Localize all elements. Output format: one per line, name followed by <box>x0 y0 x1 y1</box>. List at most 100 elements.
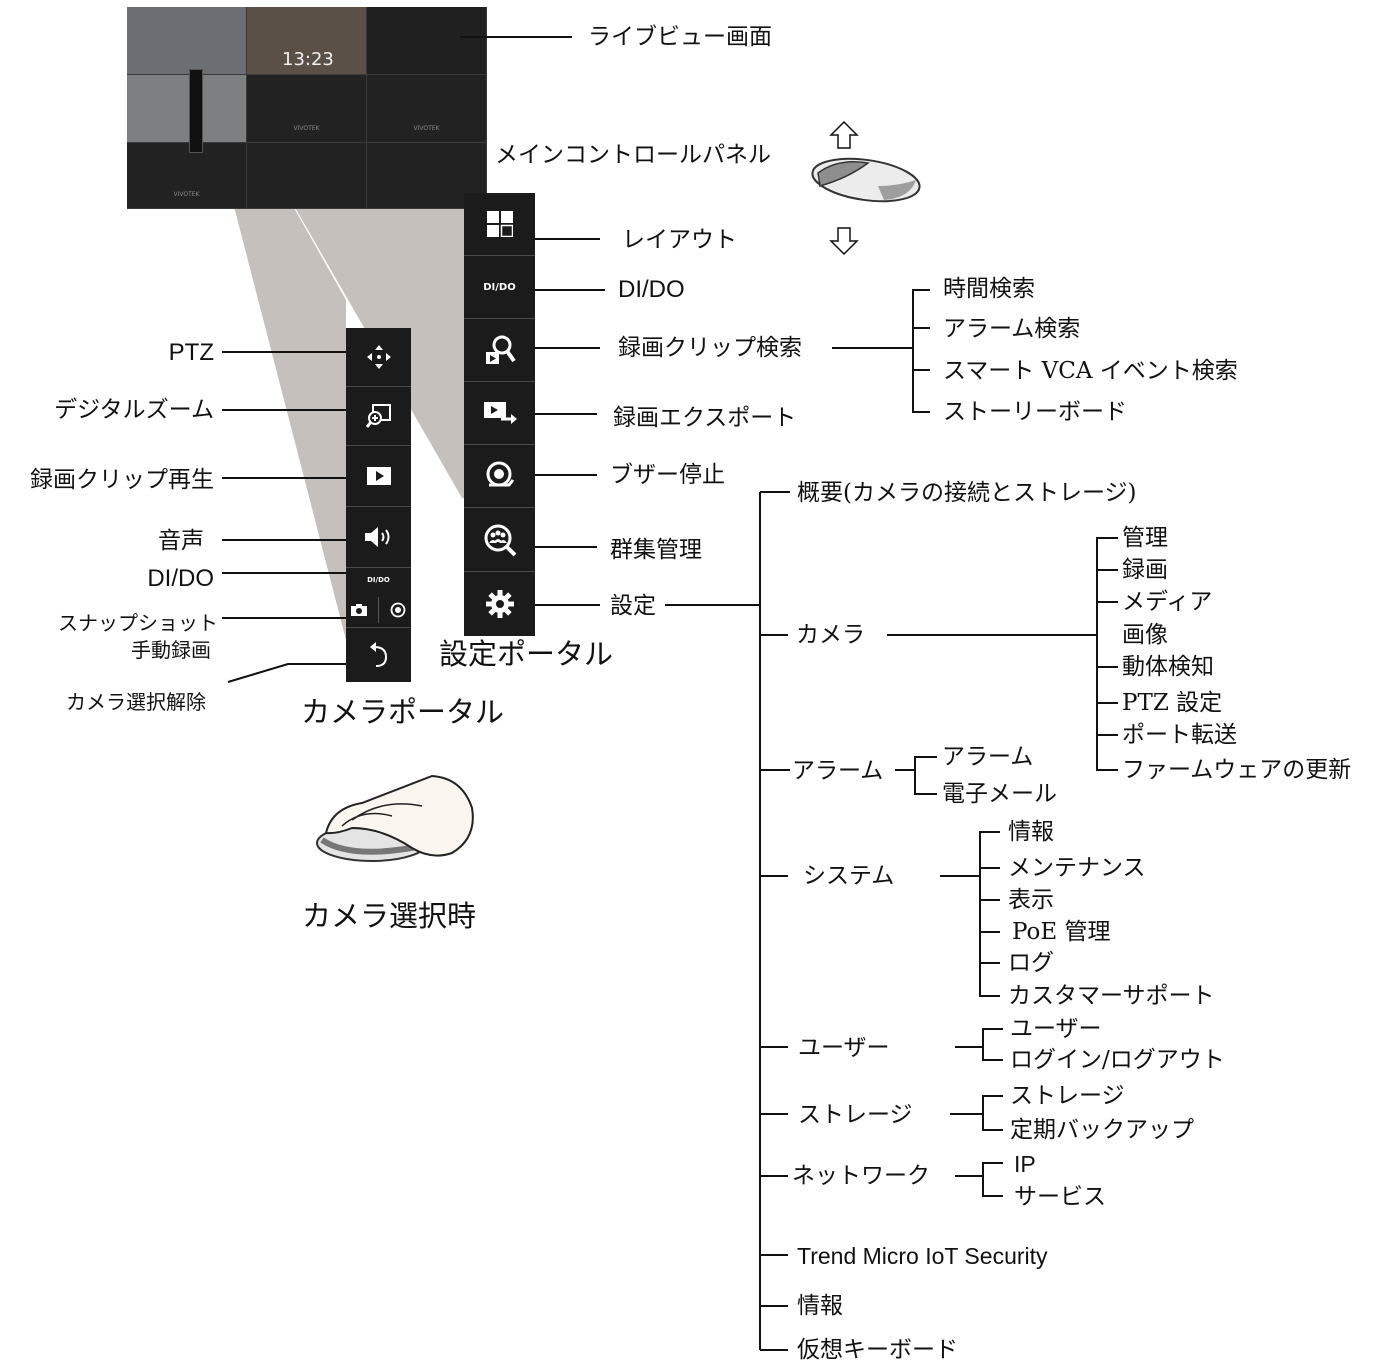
camera-icon <box>351 603 368 616</box>
snapshot-label: スナップショット <box>58 611 218 635</box>
tree-network-child: IP <box>1014 1151 1036 1177</box>
buzzer-stop-button[interactable] <box>464 445 535 508</box>
arrow-up-icon <box>829 120 859 149</box>
export-button[interactable] <box>464 382 535 445</box>
camera-portal-title: カメラポータル <box>301 695 505 729</box>
live-view-screen[interactable]: VIVOTEK VIVOTEK VIVOTEK 13:23 <box>127 7 487 209</box>
clip-playback-button[interactable] <box>346 446 411 507</box>
clip-playback-label: 録画クリップ再生 <box>30 467 214 493</box>
mini-camera-panel <box>189 69 203 153</box>
tree-virtual-keyboard: 仮想キーボード <box>797 1337 958 1363</box>
manual-record-button[interactable] <box>390 602 406 618</box>
tree-camera-child: 録画 <box>1122 557 1168 583</box>
tree-system-child: 情報 <box>1008 819 1054 845</box>
ptz-icon <box>366 345 391 369</box>
dido-label: DI/DO <box>618 276 685 303</box>
scroll-mouse-illustration <box>811 120 921 256</box>
tree-overview: 概要(カメラの接続とストレージ) <box>797 480 1137 506</box>
live-view-label: ライブビュー画面 <box>588 24 772 50</box>
crowd-management-button[interactable] <box>464 508 535 572</box>
tree-network-child: サービス <box>1014 1184 1106 1210</box>
live-tile[interactable]: VIVOTEK <box>127 143 247 209</box>
tree-camera-child: 画像 <box>1122 622 1168 648</box>
settings-label: 設定 <box>610 593 656 619</box>
export-label: 録画エクスポート <box>613 405 797 431</box>
time-search-item: 時間検索 <box>943 276 1035 302</box>
live-tile[interactable] <box>127 75 247 143</box>
divider <box>377 596 379 623</box>
layout-label: レイアウト <box>622 227 737 253</box>
arrow-down-icon <box>829 227 859 256</box>
tree-storage: ストレージ <box>798 1102 913 1128</box>
hand-icon <box>324 774 474 857</box>
buzzer-icon <box>486 461 514 487</box>
export-icon <box>483 402 517 424</box>
tree-system-child: ログ <box>1008 950 1054 976</box>
camera-funnel <box>206 98 346 640</box>
play-icon <box>366 467 391 485</box>
digital-zoom-label: デジタルズーム <box>54 397 214 423</box>
alarm-search-item: アラーム検索 <box>943 316 1081 342</box>
storyboard-item: ストーリーボード <box>943 399 1127 425</box>
digital-zoom-icon <box>365 404 391 428</box>
live-tile[interactable] <box>247 7 367 75</box>
layout-button[interactable] <box>464 193 535 256</box>
tree-camera-child: 動体検知 <box>1122 654 1214 680</box>
camera-selected-label: カメラ選択時 <box>302 899 477 933</box>
tree-system-child: 表示 <box>1008 887 1054 913</box>
tree-camera-child: ファームウェアの更新 <box>1122 757 1352 783</box>
tree-user-child: ログイン/ログアウト <box>1010 1047 1225 1073</box>
tree-info: 情報 <box>797 1293 843 1319</box>
hand-mouse-illustration <box>316 774 474 862</box>
dido-icon: DI/DO <box>483 281 516 293</box>
live-view-clock: 13:23 <box>282 49 334 70</box>
deselect-camera-button[interactable] <box>346 628 411 682</box>
tree-camera-child: PTZ 設定 <box>1122 690 1223 716</box>
digital-zoom-button[interactable] <box>346 387 411 446</box>
settings-portal-panel: DI/DO <box>464 193 535 636</box>
tree-alarm-child: 電子メール <box>942 781 1057 807</box>
main-control-panel-label: メインコントロールパネル <box>495 142 771 168</box>
live-tile[interactable] <box>127 7 247 75</box>
ptz-button[interactable] <box>346 328 411 387</box>
tree-system-child: PoE 管理 <box>1012 919 1111 945</box>
tree-camera-child: ポート転送 <box>1122 722 1237 748</box>
live-tile[interactable]: VIVOTEK <box>367 75 487 143</box>
record-icon <box>390 602 406 617</box>
settings-button[interactable] <box>464 572 535 636</box>
camera-dido-button[interactable]: DI/DO <box>346 568 411 592</box>
tree-system-child: メンテナンス <box>1008 855 1146 881</box>
live-tile[interactable] <box>247 143 367 209</box>
camera-portal-panel: DI/DO <box>346 328 411 682</box>
manual-record-label: 手動録画 <box>131 638 211 662</box>
tree-camera: カメラ <box>796 622 865 648</box>
tree-network: ネットワーク <box>792 1163 930 1189</box>
audio-button[interactable] <box>346 507 411 568</box>
crowd-management-label: 群集管理 <box>610 537 702 563</box>
tree-system-child: カスタマーサポート <box>1008 983 1215 1009</box>
undo-icon <box>369 642 387 667</box>
deselect-camera-label: カメラ選択解除 <box>66 690 206 714</box>
live-tile[interactable] <box>367 7 487 75</box>
clip-search-button[interactable] <box>464 319 535 382</box>
tree-user: ユーザー <box>798 1035 890 1061</box>
tree-camera-child: メディア <box>1122 589 1213 615</box>
tile-brand: VIVOTEK <box>173 191 200 198</box>
ptz-label: PTZ <box>168 339 214 366</box>
buzzer-stop-label: ブザー停止 <box>610 462 725 488</box>
tile-brand: VIVOTEK <box>413 125 440 132</box>
clip-search-label: 録画クリップ検索 <box>618 335 802 361</box>
snapshot-button[interactable] <box>351 603 368 616</box>
settings-portal-title: 設定ポータル <box>439 637 614 671</box>
dido-button[interactable]: DI/DO <box>464 256 535 319</box>
gear-icon <box>485 590 514 618</box>
live-tile[interactable]: VIVOTEK <box>247 75 367 143</box>
crowd-icon <box>484 524 516 556</box>
snapshot-record-row <box>346 592 411 628</box>
vca-search-item: スマート VCA イベント検索 <box>943 358 1238 384</box>
tree-storage-child: 定期バックアップ <box>1010 1117 1194 1143</box>
tree-system: システム <box>803 863 895 889</box>
tree-alarm-child: アラーム <box>942 744 1034 770</box>
